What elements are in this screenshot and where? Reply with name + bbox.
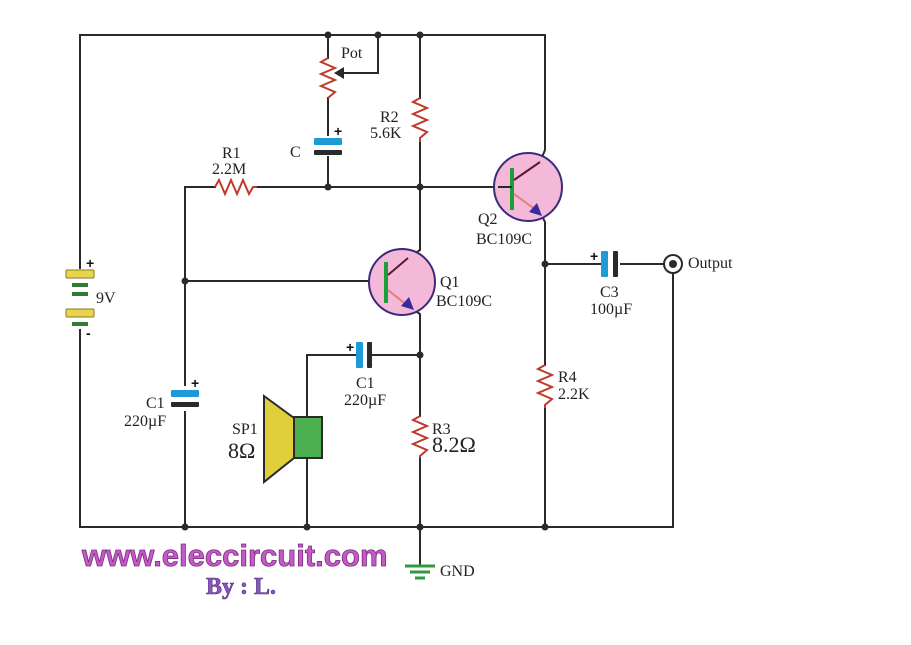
c1-left-value: 220µF <box>124 413 166 430</box>
junctions <box>181 31 549 531</box>
speaker-icon <box>263 394 295 485</box>
capacitor-plate-positive <box>356 342 363 368</box>
junction-dot <box>303 523 311 531</box>
junction-dot <box>416 523 424 531</box>
capacitor-c: + C <box>290 123 342 161</box>
junction-dot <box>416 183 424 191</box>
pot-resistor-symbol <box>318 57 338 99</box>
capacitor-plate-positive <box>601 251 608 277</box>
capacitor-c1-left: + C1 220µF <box>124 375 199 430</box>
q2-emitter-arrow-icon <box>529 203 542 216</box>
r1-name: R1 <box>222 145 241 162</box>
q1-emitter-arrow-icon <box>401 297 414 310</box>
junction-dot <box>324 31 332 39</box>
battery-voltage: 9V <box>96 290 116 307</box>
battery-cell-positive <box>65 269 95 279</box>
wires <box>79 34 674 566</box>
potentiometer: Pot <box>318 45 363 99</box>
junction-dot <box>181 277 189 285</box>
speaker-impedance: 8Ω <box>228 438 255 463</box>
capacitor-plate-negative <box>171 402 199 407</box>
q1-type: BC109C <box>436 293 492 310</box>
ground-label: GND <box>440 563 475 580</box>
r3-value: 8.2Ω <box>432 432 476 457</box>
transistor-q2: Q2 BC109C <box>476 152 563 248</box>
battery-cell-mid <box>72 283 88 287</box>
junction-dot <box>181 523 189 531</box>
polarity-plus: + <box>346 339 354 355</box>
q2-collector <box>513 161 541 181</box>
capacitor-c1-mid: + C1 220µF <box>344 339 386 409</box>
r4-name: R4 <box>558 369 577 386</box>
q1-collector <box>387 257 409 276</box>
transistor-q1: Q1 BC109C <box>368 248 492 316</box>
junction-dot <box>541 260 549 268</box>
junction-dot <box>416 351 424 359</box>
battery-minus: - <box>86 325 91 341</box>
battery-cell <box>65 308 95 318</box>
capacitor-c3: + C3 100µF <box>590 248 632 318</box>
q2-name: Q2 <box>478 211 498 228</box>
junction-dot <box>324 183 332 191</box>
capacitor-plate-negative <box>613 251 618 277</box>
capacitor-plate-negative <box>367 342 372 368</box>
output-terminal: Output <box>663 254 733 274</box>
resistor-r1: R1 2.2M <box>212 145 257 197</box>
resistor-symbol <box>410 97 430 142</box>
c3-name: C3 <box>600 284 619 301</box>
q2-type: BC109C <box>476 231 532 248</box>
q2-emitter <box>513 193 537 211</box>
junction-dot <box>416 31 424 39</box>
r3-name: R3 <box>432 421 451 438</box>
speaker-name: SP1 <box>232 421 258 438</box>
resistor-symbol <box>214 177 257 197</box>
resistor-symbol <box>535 364 555 408</box>
polarity-plus: + <box>334 123 342 139</box>
c1-mid-name: C1 <box>356 375 375 392</box>
speaker-body <box>293 416 323 459</box>
polarity-plus: + <box>590 248 598 264</box>
c3-value: 100µF <box>590 301 632 318</box>
pot-label: Pot <box>341 45 363 62</box>
c1-mid-value: 220µF <box>344 392 386 409</box>
resistor-symbol <box>410 415 430 458</box>
battery-plus: + <box>86 255 94 271</box>
r2-value: 5.6K <box>370 125 402 142</box>
q1-name: Q1 <box>440 274 460 291</box>
capacitor-c-label: C <box>290 144 301 161</box>
junction-dot <box>541 523 549 531</box>
author-byline: By : L. <box>206 574 276 600</box>
resistor-r3: R3 8.2Ω <box>410 415 476 458</box>
capacitor-plate-positive <box>171 390 199 397</box>
resistor-r2: R2 5.6K <box>370 97 430 142</box>
junction-dot <box>374 31 382 39</box>
battery-9v: + - 9V <box>65 255 116 341</box>
pot-wiper-arrow-icon <box>334 67 344 79</box>
r1-value: 2.2M <box>212 161 246 178</box>
ground: GND <box>405 563 475 580</box>
capacitor-plate-negative <box>314 150 342 155</box>
output-label: Output <box>688 255 733 272</box>
capacitor-plate-positive <box>314 138 342 145</box>
r4-value: 2.2K <box>558 386 590 403</box>
polarity-plus: + <box>191 375 199 391</box>
battery-cell-negative <box>72 322 88 326</box>
speaker-sp1: SP1 8Ω <box>228 394 323 485</box>
r2-name: R2 <box>380 109 399 126</box>
website-watermark: www.eleccircuit.com <box>81 538 388 573</box>
resistor-r4: R4 2.2K <box>535 364 590 408</box>
c1-left-name: C1 <box>146 395 165 412</box>
